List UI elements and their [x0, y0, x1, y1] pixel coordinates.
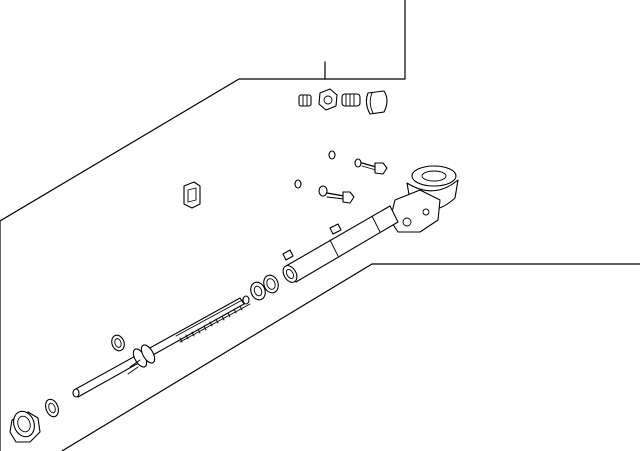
panel-outline-lower: [61, 263, 640, 451]
threaded-sleeve: [341, 93, 361, 107]
hex-nut: [318, 88, 338, 111]
housing-tube: [282, 165, 459, 283]
bushing: [45, 334, 125, 418]
bolt-upper: [361, 162, 388, 175]
bolt-lower: [318, 185, 355, 204]
small-nut: [298, 94, 312, 107]
panel-outline: [0, 0, 406, 451]
rack-shaft: [72, 295, 251, 398]
end-cap: [9, 410, 41, 443]
bolt: [318, 162, 388, 204]
half-bushing: [365, 90, 388, 115]
rack-teeth: [175, 297, 251, 343]
clip: [183, 181, 201, 209]
o-ring: [294, 150, 362, 189]
fitting-group: [298, 88, 388, 115]
seal: [250, 274, 279, 301]
